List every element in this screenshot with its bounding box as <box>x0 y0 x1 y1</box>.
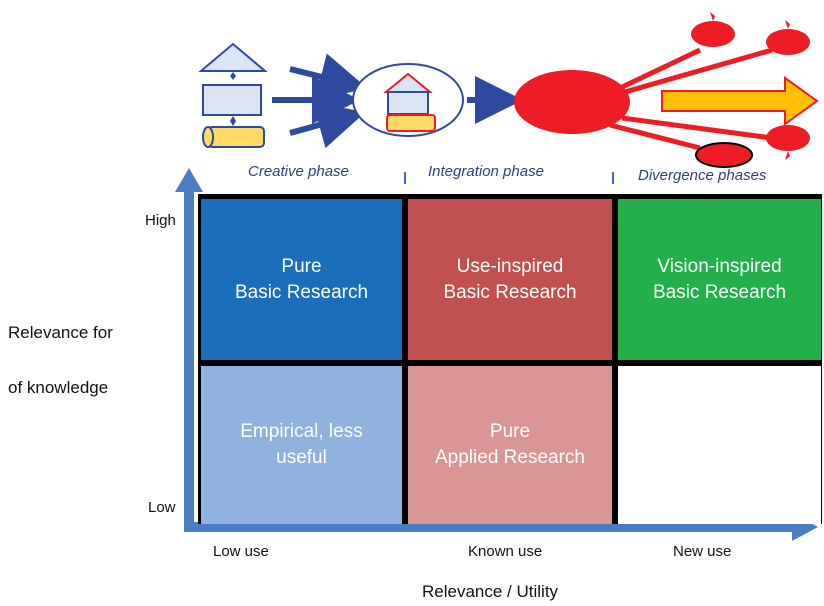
x-tick-new-use: New use <box>673 543 732 560</box>
x-axis-label: Relevance / Utility <box>422 582 559 601</box>
merged-house-icon <box>352 63 464 137</box>
y-axis-arrow <box>175 168 203 530</box>
phase-illustration <box>198 12 819 168</box>
divergence-lines <box>609 47 773 151</box>
cell-pure-applied-research: Pure Applied Research <box>408 366 612 524</box>
red-oval-icon <box>695 142 753 168</box>
red-drop-icon <box>691 12 735 47</box>
link-icon <box>230 72 236 80</box>
red-blob-icon <box>514 70 630 134</box>
cell-empty <box>618 366 821 524</box>
cell-use-inspired-basic-research: Use-inspired Basic Research <box>408 199 612 360</box>
y-axis-label-line2: of knowledge <box>8 378 109 397</box>
red-drop-icon <box>766 20 810 55</box>
y-tick-high: High <box>145 212 176 229</box>
y-tick-low: Low <box>148 499 176 516</box>
arrow-icon <box>272 53 368 149</box>
scroll-icon <box>202 126 265 148</box>
cell-vision-inspired-basic-research: Vision-inspired Basic Research <box>618 199 821 360</box>
x-tick-known-use: Known use <box>468 543 543 560</box>
x-tick-low-use: Low use <box>213 543 269 560</box>
cell-pure-basic-research: Pure Basic Research <box>201 199 402 360</box>
phase-label-integration: Integration phase <box>428 163 544 180</box>
phase-separator <box>612 172 614 184</box>
phase-label-divergence: Divergence phases <box>638 167 767 184</box>
link-icon <box>230 116 236 126</box>
triangle-icon <box>198 42 268 72</box>
phase-separator <box>404 172 406 184</box>
yellow-arrow-icon <box>661 76 819 126</box>
red-drop-icon <box>766 125 810 160</box>
rectangle-icon <box>202 84 262 116</box>
cell-empirical-less-useful: Empirical, less useful <box>201 366 402 524</box>
phase-label-creative: Creative phase <box>248 163 349 180</box>
y-axis-label-line1: Relevance for <box>8 323 113 342</box>
